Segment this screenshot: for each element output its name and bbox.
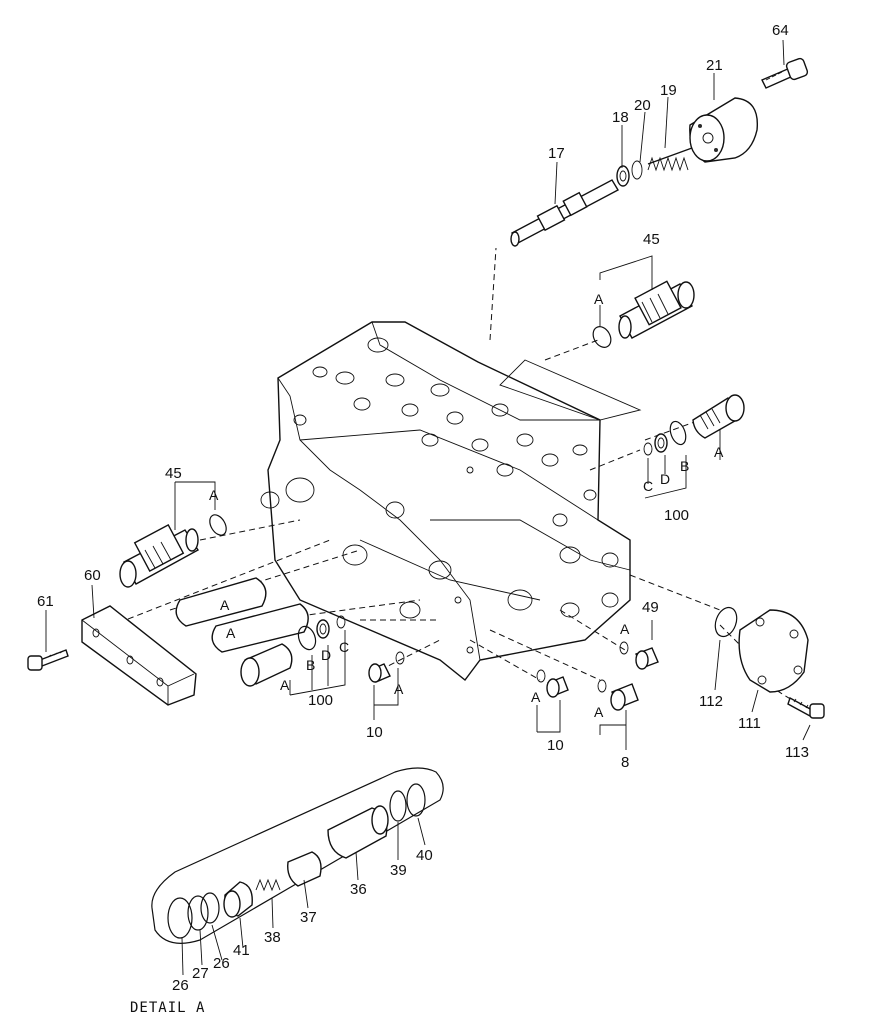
callout-113: 113 bbox=[785, 744, 809, 761]
callout-10-right: 10 bbox=[547, 737, 564, 754]
relief-valve-45-left bbox=[119, 524, 199, 588]
o-ring-C-right bbox=[643, 442, 653, 456]
callout-41: 41 bbox=[233, 942, 250, 959]
callout-20: 20 bbox=[634, 97, 651, 114]
callout-60: 60 bbox=[84, 567, 101, 584]
mark-D-right-100: D bbox=[660, 471, 670, 487]
bolt-64 bbox=[761, 57, 809, 89]
relief-valve-45-right bbox=[618, 280, 695, 339]
mark-A-10-middle: A bbox=[394, 681, 404, 697]
plug-8 bbox=[610, 683, 639, 711]
o-ring-A-left bbox=[209, 514, 227, 536]
callout-49: 49 bbox=[642, 599, 659, 616]
callout-26-left: 26 bbox=[172, 977, 189, 994]
mark-A-left-100: A bbox=[280, 677, 290, 693]
callout-40: 40 bbox=[416, 847, 433, 864]
piston-label-A-2: A bbox=[226, 625, 236, 641]
plug-49 bbox=[635, 647, 659, 670]
callout-61: 61 bbox=[37, 593, 54, 610]
seat-18 bbox=[616, 165, 630, 187]
bracket-60 bbox=[81, 605, 197, 706]
mark-A-49: A bbox=[620, 621, 630, 637]
cover-111 bbox=[738, 609, 809, 693]
plug-10-middle bbox=[368, 663, 391, 683]
mark-B-left-100: B bbox=[306, 657, 315, 673]
o-ring-B-left bbox=[297, 625, 317, 651]
callout-64: 64 bbox=[772, 22, 789, 39]
o-ring-A-10-right bbox=[536, 669, 546, 683]
control-valve-body bbox=[260, 321, 642, 681]
callout-10-middle: 10 bbox=[366, 724, 383, 741]
bolt-61 bbox=[27, 649, 69, 671]
spool-17 bbox=[510, 179, 619, 247]
leader-lines bbox=[45, 39, 811, 976]
detail-A-outline bbox=[151, 767, 444, 944]
o-ring-A-8 bbox=[597, 679, 607, 693]
callout-38: 38 bbox=[264, 929, 281, 946]
ring-20 bbox=[631, 160, 643, 180]
mark-A-top: A bbox=[594, 291, 604, 307]
mark-A-right-100: A bbox=[714, 444, 724, 460]
callout-36: 36 bbox=[350, 881, 367, 898]
mark-A-8: A bbox=[594, 704, 604, 720]
callout-labels: 64 21 19 20 18 17 45 45 60 61 100 100 49… bbox=[37, 22, 809, 994]
mark-D-left-100: D bbox=[321, 647, 331, 663]
detail-A-parts bbox=[167, 783, 426, 939]
bolt-113 bbox=[787, 696, 825, 719]
callout-17: 17 bbox=[548, 145, 565, 162]
callout-18: 18 bbox=[612, 109, 629, 126]
mark-C-left-100: C bbox=[339, 639, 349, 655]
plug-100-left bbox=[240, 643, 293, 687]
o-ring-A-49 bbox=[619, 641, 629, 655]
callout-45-top: 45 bbox=[643, 231, 660, 248]
piston-label-A-1: A bbox=[220, 597, 230, 613]
plug-100-right bbox=[692, 394, 745, 439]
callout-112: 112 bbox=[699, 693, 723, 710]
mark-B-right-100: B bbox=[680, 458, 689, 474]
piston-A-1 bbox=[175, 577, 267, 627]
mark-A-left: A bbox=[209, 487, 219, 503]
callout-100-left: 100 bbox=[308, 692, 333, 709]
callout-19: 19 bbox=[660, 82, 677, 99]
callout-26-right: 26 bbox=[213, 955, 230, 972]
o-ring-A-top bbox=[592, 326, 612, 348]
callout-39: 39 bbox=[390, 862, 407, 879]
callout-37: 37 bbox=[300, 909, 317, 926]
callout-45-left: 45 bbox=[165, 465, 182, 482]
o-ring-C-left bbox=[336, 615, 346, 629]
callout-8: 8 bbox=[621, 754, 629, 771]
callout-21: 21 bbox=[706, 57, 723, 74]
o-ring-A-10-middle bbox=[395, 651, 405, 665]
letter-marks: A A A B D C A A A B D C A A A A bbox=[209, 291, 724, 720]
spring-19 bbox=[647, 147, 693, 172]
plug-10-right bbox=[546, 676, 569, 698]
piston-A-2 bbox=[211, 603, 309, 653]
mark-C-right-100: C bbox=[643, 478, 653, 494]
o-ring-112 bbox=[714, 606, 738, 638]
callout-100-right: 100 bbox=[664, 507, 689, 524]
detail-caption: DETAIL A bbox=[130, 1000, 205, 1016]
callout-27: 27 bbox=[192, 965, 209, 982]
solenoid-cap-21 bbox=[689, 97, 759, 163]
mark-A-10-right: A bbox=[531, 689, 541, 705]
backup-ring-D-right bbox=[654, 433, 668, 453]
o-ring-B-right bbox=[669, 420, 687, 446]
callout-111: 111 bbox=[738, 715, 761, 732]
backup-ring-D-left bbox=[316, 619, 330, 639]
